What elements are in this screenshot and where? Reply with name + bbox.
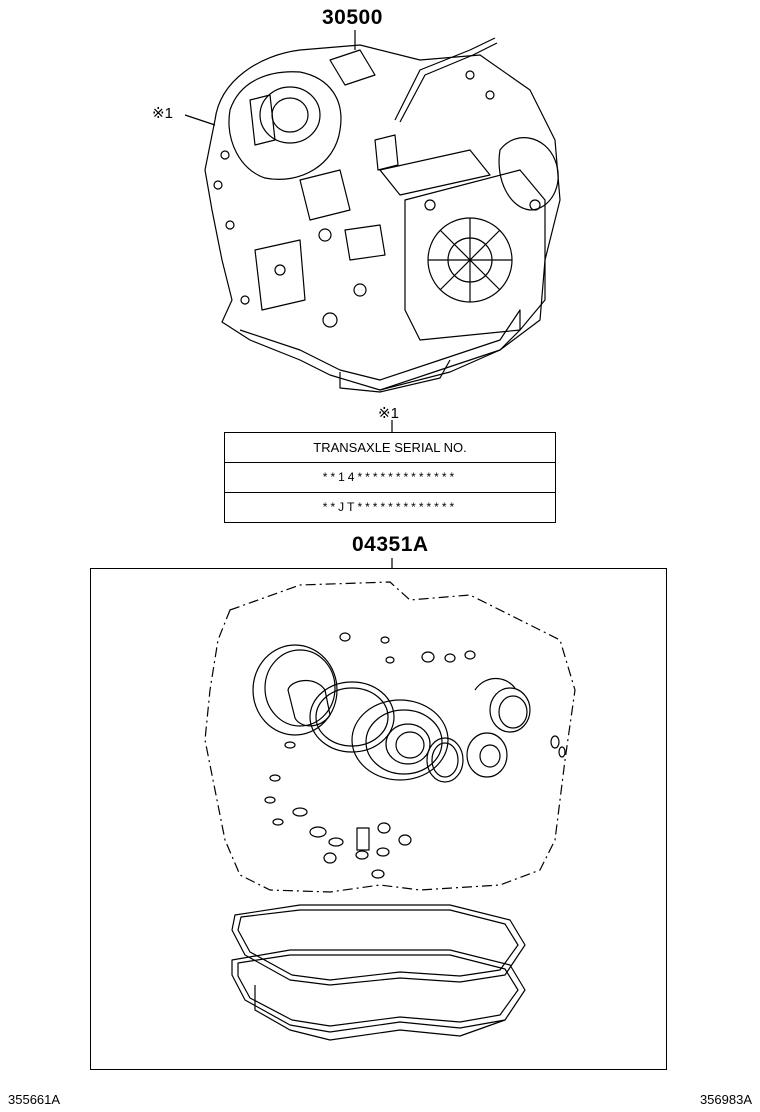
note-ref-left: ※1 — [152, 105, 173, 122]
serial-table-row: **14************* — [225, 463, 555, 493]
gasket-kit-illustration — [204, 581, 576, 1041]
serial-table-header: TRANSAXLE SERIAL NO. — [225, 433, 555, 463]
note-ref-table: ※1 — [378, 405, 399, 422]
transaxle-assembly-illustration — [204, 37, 561, 393]
transaxle-part-number: 30500 — [322, 6, 383, 29]
illustration-code-left: 355661A — [8, 1092, 61, 1107]
gasket-kit-frame — [90, 568, 667, 1070]
illustration-code-right: 356983A — [699, 1092, 752, 1107]
serial-table-row: **JT************* — [322, 500, 458, 514]
serial-number-table: TRANSAXLE SERIAL NO. **14************* *… — [224, 432, 556, 523]
leader-note-left — [184, 114, 216, 126]
gasket-kit-part-number: 04351A — [352, 533, 429, 556]
